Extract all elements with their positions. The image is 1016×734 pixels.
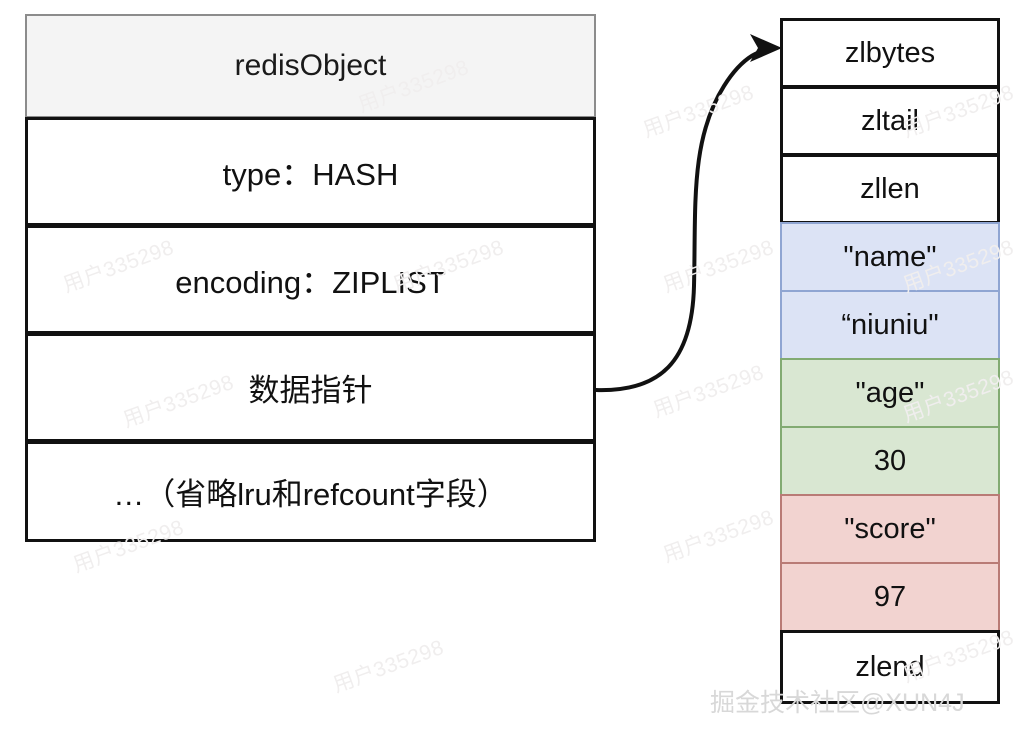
watermark-tile: 用户335298 xyxy=(330,635,448,698)
ziplist-cell-zltail: zltail xyxy=(780,86,1000,156)
redis-object-table: redisObject type：HASH encoding：ZIPLIST 数… xyxy=(25,14,596,542)
ziplist-cell-entry-name-key: "name" xyxy=(780,222,1000,292)
ziplist-column: zlbytes zltail zllen "name" “niuniu" "ag… xyxy=(780,18,1000,704)
watermark-tile: 用户335298 xyxy=(660,505,778,568)
redis-object-row-data-pointer: 数据指针 xyxy=(25,333,596,442)
ziplist-cell-entry-age-value: 30 xyxy=(780,426,1000,496)
ziplist-cell-entry-score-key: "score" xyxy=(780,494,1000,564)
ziplist-cell-entry-score-value: 97 xyxy=(780,562,1000,632)
ziplist-cell-entry-age-key: "age" xyxy=(780,358,1000,428)
ziplist-cell-entry-name-value: “niuniu" xyxy=(780,290,1000,360)
redis-object-header: redisObject xyxy=(25,14,596,118)
ziplist-cell-zlbytes: zlbytes xyxy=(780,18,1000,88)
data-pointer-arrow-icon xyxy=(594,34,782,393)
redis-object-row-omitted-fields: …（省略lru和refcount字段） xyxy=(25,441,596,542)
redis-object-row-encoding: encoding：ZIPLIST xyxy=(25,225,596,334)
redis-object-row-type: type：HASH xyxy=(25,117,596,226)
ziplist-cell-zlend: zlend xyxy=(780,630,1000,704)
ziplist-cell-zllen: zllen xyxy=(780,154,1000,224)
